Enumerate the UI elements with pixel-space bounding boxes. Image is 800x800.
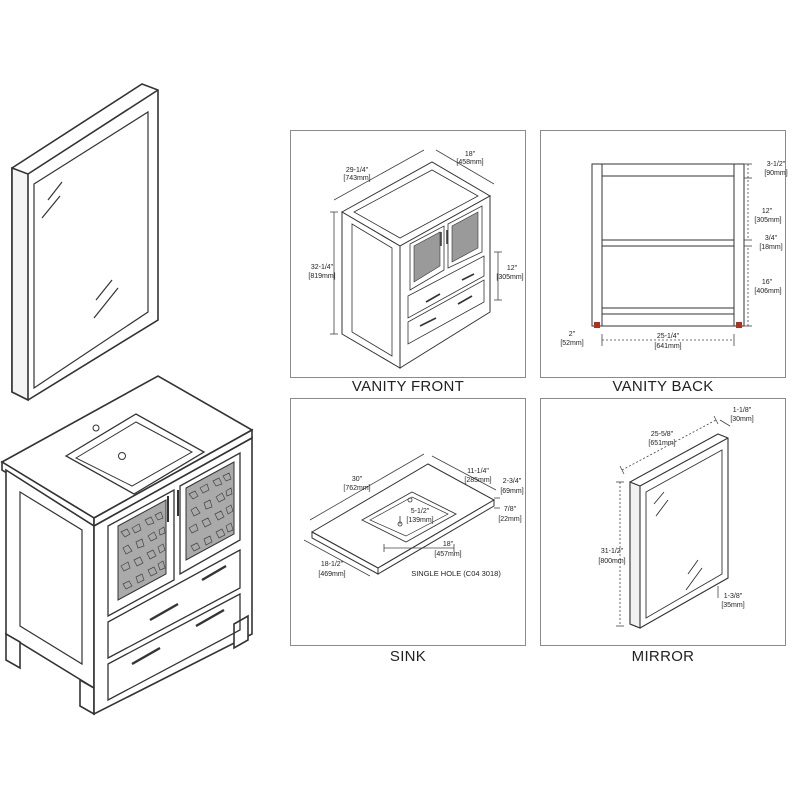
mirror-height-label: 31-1/2" [601,548,624,555]
vf-depth-mm-label: [458mm] [456,159,483,166]
caption-mirror: MIRROR [631,648,695,665]
vb-mid-label: 12" [762,208,773,215]
sink-width-label: 30" [352,476,363,483]
vb-bottom-mm-label: [406mm] [754,288,781,295]
vb-bottom-label: 16" [762,279,773,286]
sink-bowl-depth-mm-label: [139mm] [406,517,433,524]
mirror-dimension-lines [616,415,731,627]
vf-drawer-mm-label: [305mm] [496,274,523,281]
vb-shelf-mm-label: [18mm] [759,244,782,251]
vf-width-mm-label: [743mm] [343,175,370,182]
sink-bowl-width-mm-label: [457mm] [434,551,461,558]
vb-leg-mm-label: [52mm] [560,340,583,347]
vf-height-mm-label: [819mm] [308,273,335,280]
vb-top-mm-label: [90mm] [764,170,787,177]
vanity-illustration [0,375,254,716]
sink-thickness-mm-label: [22mm] [498,516,521,523]
caption-sink: SINK [389,648,427,665]
vf-height-label: 32-1/4" [311,264,334,271]
sink-dimension-lines [303,453,500,577]
caption-vanity-back: VANITY BACK [612,378,714,395]
vf-depth-label: 18" [465,151,476,158]
mirror-drawing [629,433,729,629]
sink-edge-mm-label: [69mm] [500,488,523,495]
caption-vanity-front: VANITY FRONT [351,378,465,395]
door-glass-texture [120,472,234,590]
vb-inner-label: 25-1/4" [657,333,680,340]
mirror-frame-label: 1-3/8" [724,593,743,600]
sink-bowl-offset-mm-label: [285mm] [464,477,491,484]
vanity-back-drawing [591,163,745,327]
sink-drawing [310,463,496,575]
mirror-width-mm-label: [651mm] [648,440,675,447]
sink-bowl-depth-label: 5-1/2" [411,508,430,515]
vb-mid-mm-label: [305mm] [754,217,781,224]
wall-mirror [11,83,159,402]
mirror-thickness-mm-label: [30mm] [730,416,753,423]
sink-model-note: SINGLE HOLE (C04 3018) [411,569,501,578]
sink-width-mm-label: [762mm] [343,485,370,492]
vb-top-label: 3-1/2" [767,161,786,168]
vanity-back-leg-markers [594,322,742,328]
vanity-front-dimension-lines [330,149,502,335]
sink-depth-mm-label: [469mm] [318,571,345,578]
sink-thickness-label: 7/8" [504,506,517,513]
vf-width-label: 29-1/4" [346,167,369,174]
sink-bowl-offset-label: 11-1/4" [467,468,489,475]
vf-drawer-label: 12" [507,265,518,272]
vb-leg-label: 2" [569,331,576,338]
vanity-front-drawing [340,161,492,369]
sink-edge-label: 2-3/4" [503,478,522,485]
vb-inner-mm-label: [641mm] [654,343,681,350]
vb-shelf-label: 3/4" [765,235,778,242]
vanity-back-dimension-lines [601,163,752,346]
mirror-frame-mm-label: [35mm] [721,602,744,609]
mirror-height-mm-label: [800mm] [598,558,625,565]
mirror-width-label: 25-5/8" [651,431,674,438]
sink-depth-label: 18-1/2" [321,561,344,568]
sink-bowl-width-label: 18" [443,541,454,548]
mirror-thickness-label: 1-1/8" [733,407,752,414]
